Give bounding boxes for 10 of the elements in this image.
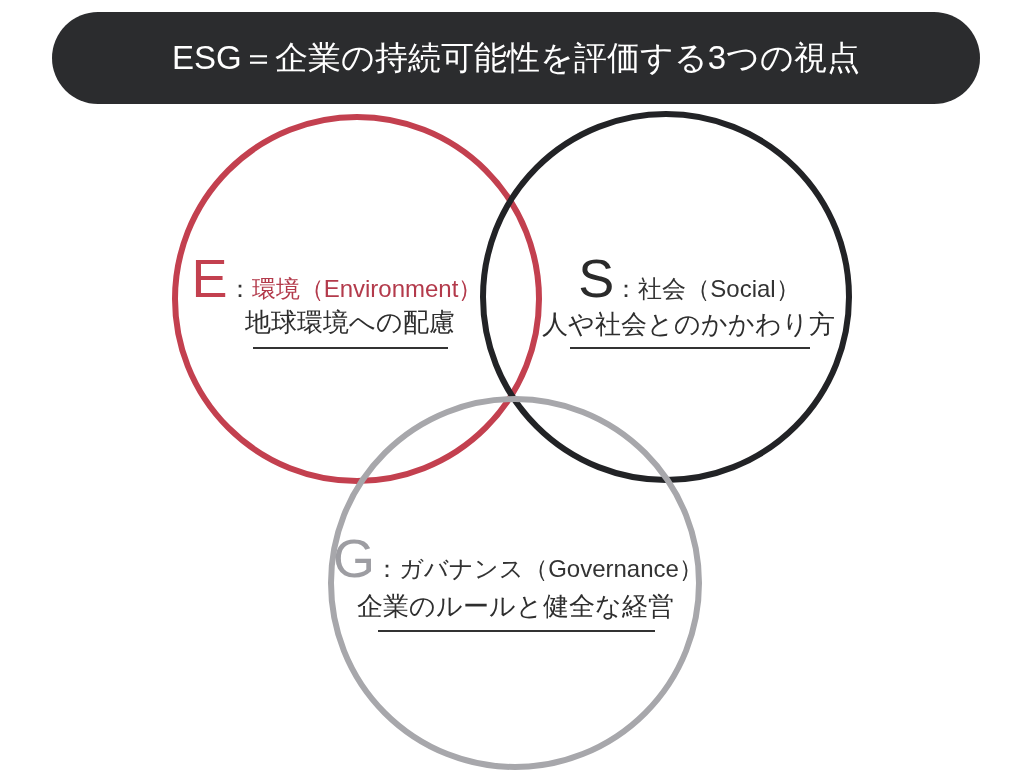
subtitle-text: 地球環境への配慮 [245,307,455,339]
title-text: ESG＝企業の持続可能性を評価する3つの視点 [171,38,860,78]
subtitle-text: 企業のルールと健全な経営 [356,591,674,623]
heading-text: E：環境（Environment） [191,251,483,305]
heading-text: S：社会（Social） [578,251,800,305]
venn-circle [328,396,702,770]
venn-circle [480,111,852,483]
venn-circle [172,114,542,484]
heading-text: G：ガバナンス（Governance） [333,531,703,585]
subtitle-text: 人や社会とのかかわり方 [541,309,835,341]
